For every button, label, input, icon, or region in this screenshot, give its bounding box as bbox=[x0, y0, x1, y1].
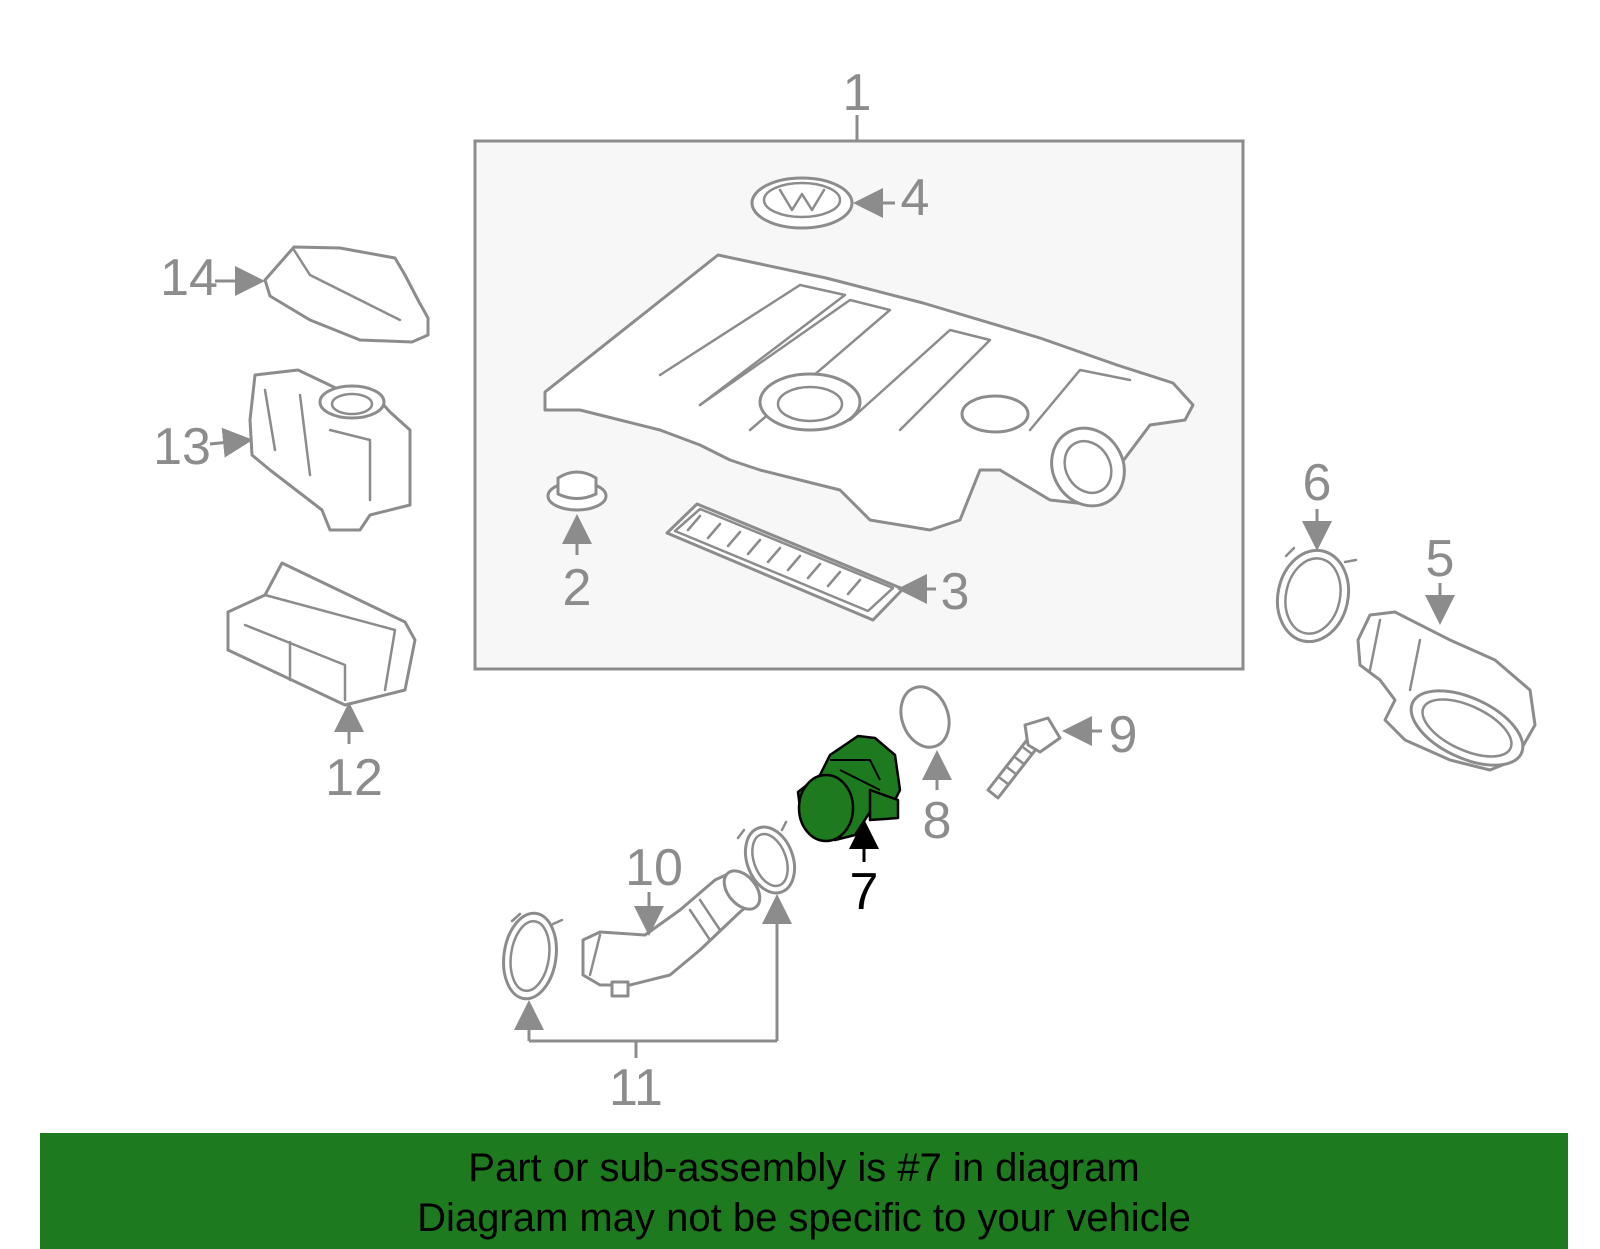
engine-cover bbox=[543, 253, 1195, 532]
part-2-grommet bbox=[546, 470, 608, 555]
part-11-clamp-left bbox=[502, 911, 564, 1001]
callout-5: 5 bbox=[1426, 530, 1455, 588]
part-10-hose bbox=[581, 869, 762, 998]
part-9-bolt bbox=[986, 716, 1102, 800]
part-8-o-ring bbox=[899, 685, 952, 790]
callout-7: 7 bbox=[850, 863, 879, 921]
part-13 bbox=[209, 368, 412, 532]
part-3-filter bbox=[665, 502, 936, 622]
callout-1: 1 bbox=[843, 64, 872, 122]
callout-8: 8 bbox=[923, 792, 952, 850]
callout-3: 3 bbox=[941, 563, 970, 621]
part-12 bbox=[226, 561, 417, 744]
part-14 bbox=[215, 245, 430, 344]
part-4-emblem bbox=[750, 176, 895, 230]
part-11-clamp-right bbox=[736, 820, 797, 895]
info-banner: Part or sub-assembly is #7 in diagram Di… bbox=[40, 1133, 1568, 1249]
callout-6: 6 bbox=[1303, 454, 1332, 512]
callout-12: 12 bbox=[325, 749, 383, 807]
part-5-duct bbox=[1356, 583, 1537, 772]
part-7-highlighted bbox=[796, 734, 902, 862]
callout-13: 13 bbox=[153, 418, 211, 476]
callout-4: 4 bbox=[901, 169, 930, 227]
callout-11: 11 bbox=[609, 1059, 663, 1117]
callout-14: 14 bbox=[160, 249, 218, 307]
part-6-clamp bbox=[1275, 509, 1358, 644]
callout-9: 9 bbox=[1109, 706, 1138, 764]
callout-2: 2 bbox=[563, 559, 592, 617]
banner-line-1: Part or sub-assembly is #7 in diagram bbox=[468, 1146, 1140, 1190]
banner-line-2: Diagram may not be specific to your vehi… bbox=[417, 1196, 1191, 1240]
callout-10: 10 bbox=[625, 839, 683, 897]
